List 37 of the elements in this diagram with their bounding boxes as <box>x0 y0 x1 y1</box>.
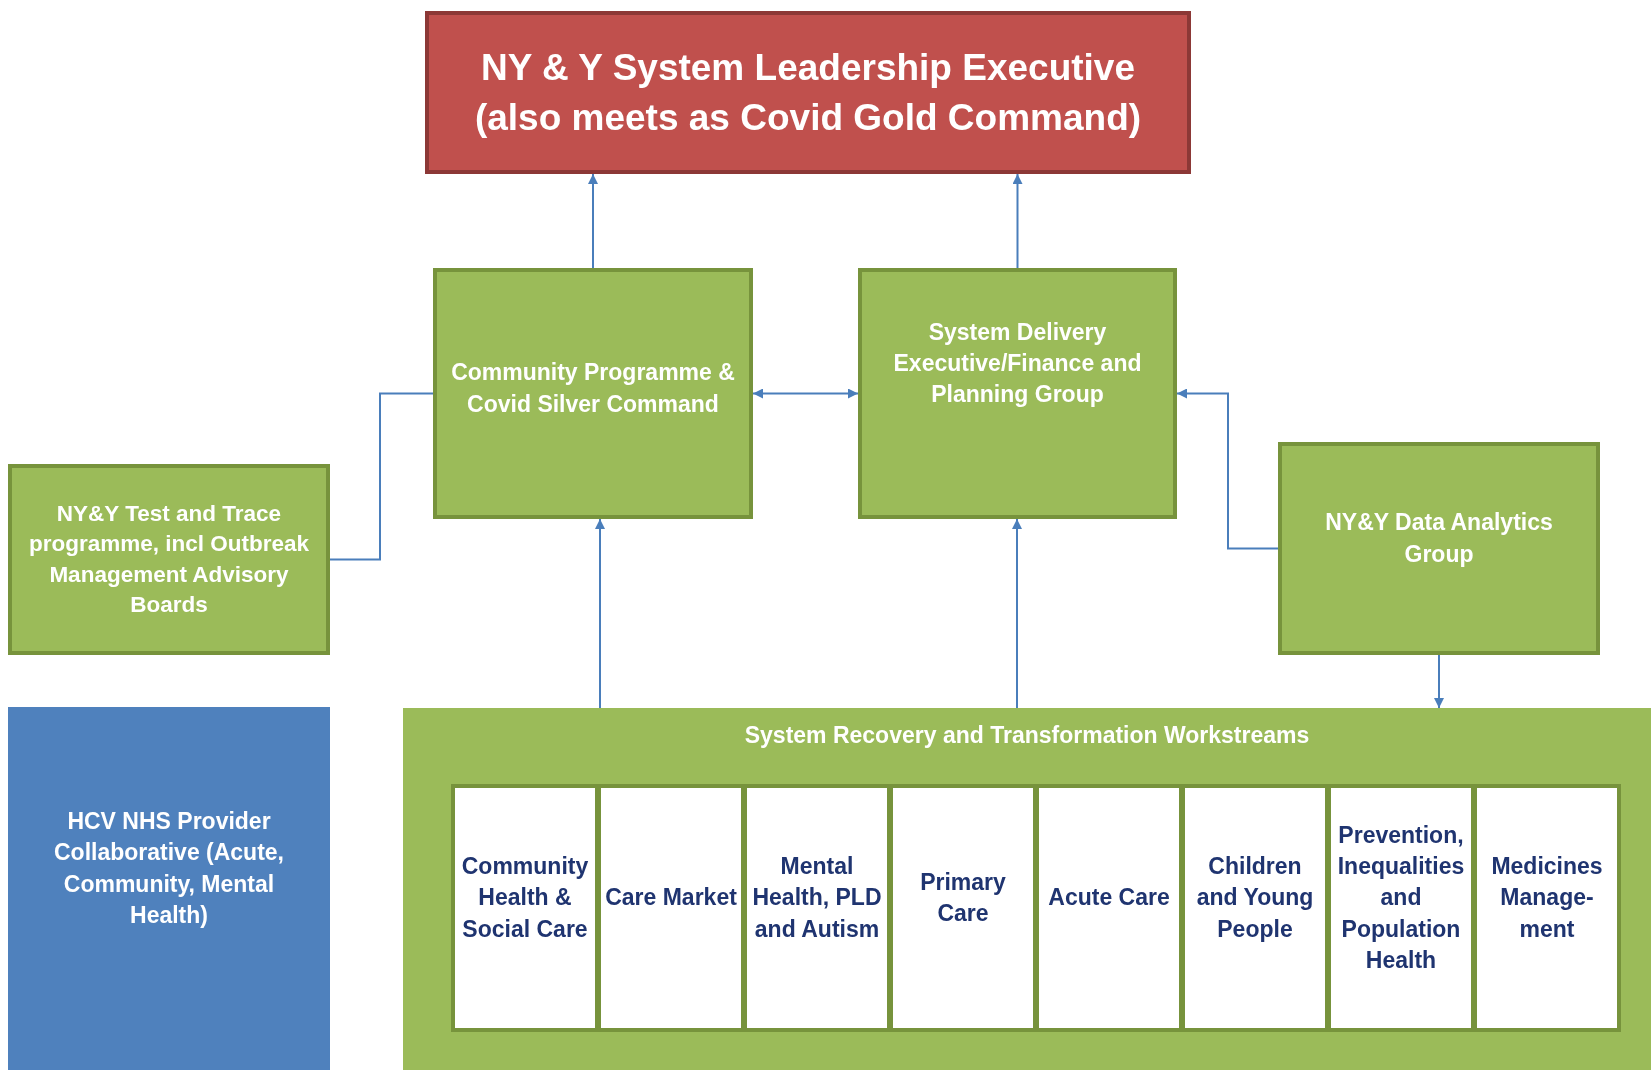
box-label: System Recovery and Transformation Workstreams <box>744 721 1310 750</box>
workstream-box <box>1181 784 1329 1032</box>
box-label: Medicines Manage-ment <box>1490 852 1604 944</box>
box-label: NY & Y System Leadership Executive (also meets as Covid Gold Command) <box>473 45 1143 140</box>
box-label: NY&Y Test and Trace programme, incl Outbreak Management Advisory Boards <box>27 499 311 619</box>
box-label: Community Health & Social Care <box>460 852 590 944</box>
box-label: Primary Care <box>919 867 1007 928</box>
box-label: NY&Y Data Analytics Group <box>1324 508 1554 569</box>
org-box <box>8 464 330 655</box>
workstream-box <box>743 784 891 1032</box>
connector-arrow <box>1012 518 1022 709</box>
workstream-panel <box>403 708 1651 1070</box>
org-box <box>425 11 1191 174</box>
box-label: Community Programme & Covid Silver Command <box>450 358 736 419</box>
org-box <box>858 268 1177 519</box>
connector-arrow <box>1012 173 1023 269</box>
box-label: Acute Care <box>1048 883 1170 913</box>
box-label: Children and Young People <box>1195 852 1315 944</box>
connector-arrow <box>1434 654 1444 709</box>
workstream-box <box>1473 784 1621 1032</box>
workstream-box <box>597 784 745 1032</box>
org-box <box>1278 442 1600 655</box>
workstream-box <box>451 784 599 1032</box>
box-label: Mental Health, PLD and Autism <box>751 852 883 944</box>
connector-arrow <box>588 173 598 269</box>
workstream-box <box>1327 784 1475 1032</box>
workstream-box <box>889 784 1037 1032</box>
box-label: Care Market <box>605 883 737 913</box>
org-box <box>433 268 753 519</box>
workstream-box <box>1035 784 1183 1032</box>
box-label: HCV NHS Provider Collaborative (Acute, Community, Mental Health) <box>52 807 285 930</box>
connector-arrow <box>1176 388 1279 550</box>
box-label: System Delivery Executive/Finance and Planning Group <box>892 317 1143 409</box>
org-box <box>8 707 330 1070</box>
connector-arrow <box>595 518 605 709</box>
connector-arrow <box>752 388 859 399</box>
box-label: Prevention, Inequalities and Population Health <box>1336 821 1466 975</box>
